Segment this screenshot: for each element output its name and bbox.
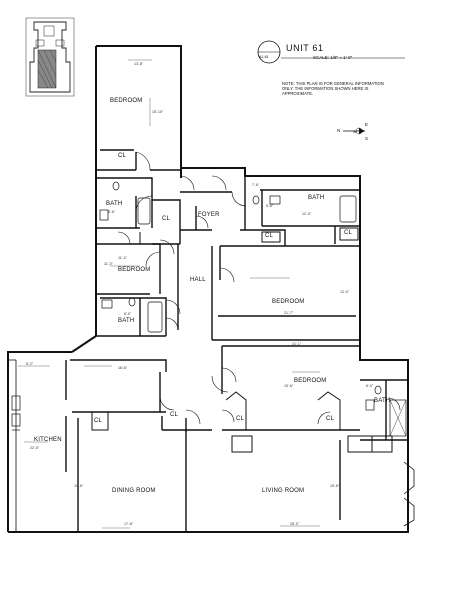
scale-label: SCALE: 1/8" = 1'-0" — [313, 55, 353, 60]
room-bedroom-top: BEDROOM — [110, 98, 143, 104]
room-hall: HALL — [190, 277, 206, 283]
dim-bedroom-right-h: 15'-6" — [284, 384, 294, 388]
arrow-icon — [343, 127, 365, 135]
room-bedroom-mid: BEDROOM — [272, 299, 305, 305]
dim-living-w: 28'-0" — [290, 522, 300, 526]
room-bath-lower-left: BATH — [118, 318, 135, 324]
north-arrow-icon: N E S W — [335, 118, 375, 144]
dim-bedroom-top-w: 13'-8" — [134, 62, 144, 66]
dim-bedroom-mid-h: 12'-0" — [340, 290, 350, 294]
key-plan-thumbnail — [25, 17, 75, 97]
exterior-walls — [7, 45, 409, 533]
room-living: LIVING ROOM — [262, 488, 305, 494]
interior-walls — [65, 149, 408, 532]
room-closet-kitchen: CL — [94, 418, 103, 424]
dim-bedroom-right-w: 21'-1" — [292, 342, 302, 346]
unit-title: UNIT 61 — [286, 43, 324, 53]
room-closet-bedroom-1: CL — [236, 416, 245, 422]
room-closet-right-b: CL — [344, 230, 353, 236]
plan-note: NOTE: THIS PLAN IS FOR GENERAL INFORMATI… — [282, 81, 384, 97]
room-closet-bedroom-2: CL — [326, 416, 335, 422]
room-bath-right: BATH — [308, 195, 325, 201]
room-bath-left: BATH — [106, 201, 123, 207]
compass-east: E — [365, 122, 369, 127]
dim-bedroom-left-w: 11'-4" — [118, 256, 127, 260]
dim-bath-right-d: 5'-6" — [266, 204, 274, 208]
room-bedroom-right: BEDROOM — [294, 378, 327, 384]
room-closet-top: CL — [118, 153, 127, 159]
dim-living-h: 19'-6" — [330, 484, 340, 488]
room-foyer: FOYER — [198, 212, 220, 218]
dim-dining-h: 19'-6" — [74, 484, 84, 488]
dim-dining-top: 16'-6" — [118, 366, 128, 370]
dim-bath-small-w: 6'-0" — [366, 384, 374, 388]
room-closet-right-a: CL — [265, 233, 274, 239]
room-kitchen: KITCHEN — [34, 437, 62, 443]
compass-south: S — [365, 136, 369, 141]
dim-bath-ll-w: 8'-0" — [124, 312, 132, 316]
room-closet-mid: CL — [162, 216, 171, 222]
dim-dining-w: 17'-6" — [124, 522, 134, 526]
sheet-number: A1-61 — [259, 55, 269, 59]
room-closet-dining: CL — [170, 412, 179, 418]
room-bath-small: BATH — [374, 398, 391, 404]
dim-kitchen-w: 8'-2" — [26, 362, 34, 366]
compass-west: W — [353, 130, 357, 134]
dim-bath-left-w: 8'-6" — [108, 210, 116, 214]
title-block: A1-61 UNIT 61 SCALE: 1/8" = 1'-0" — [256, 40, 456, 80]
dim-bedroom-left-h: 11'-0" — [104, 262, 113, 266]
compass-north: N — [337, 128, 341, 133]
dim-kitchen-h: 22'-0" — [30, 446, 40, 450]
room-bedroom-left: BEDROOM — [118, 267, 151, 273]
dim-foyer-w: 7'-6" — [252, 183, 260, 187]
room-dining: DINING ROOM — [112, 488, 156, 494]
dim-bedroom-top-h: 15'-10" — [152, 110, 164, 114]
dim-bedroom-mid-w: 21'-7" — [284, 311, 294, 315]
dim-bath-right-w: 12'-0" — [302, 212, 312, 216]
